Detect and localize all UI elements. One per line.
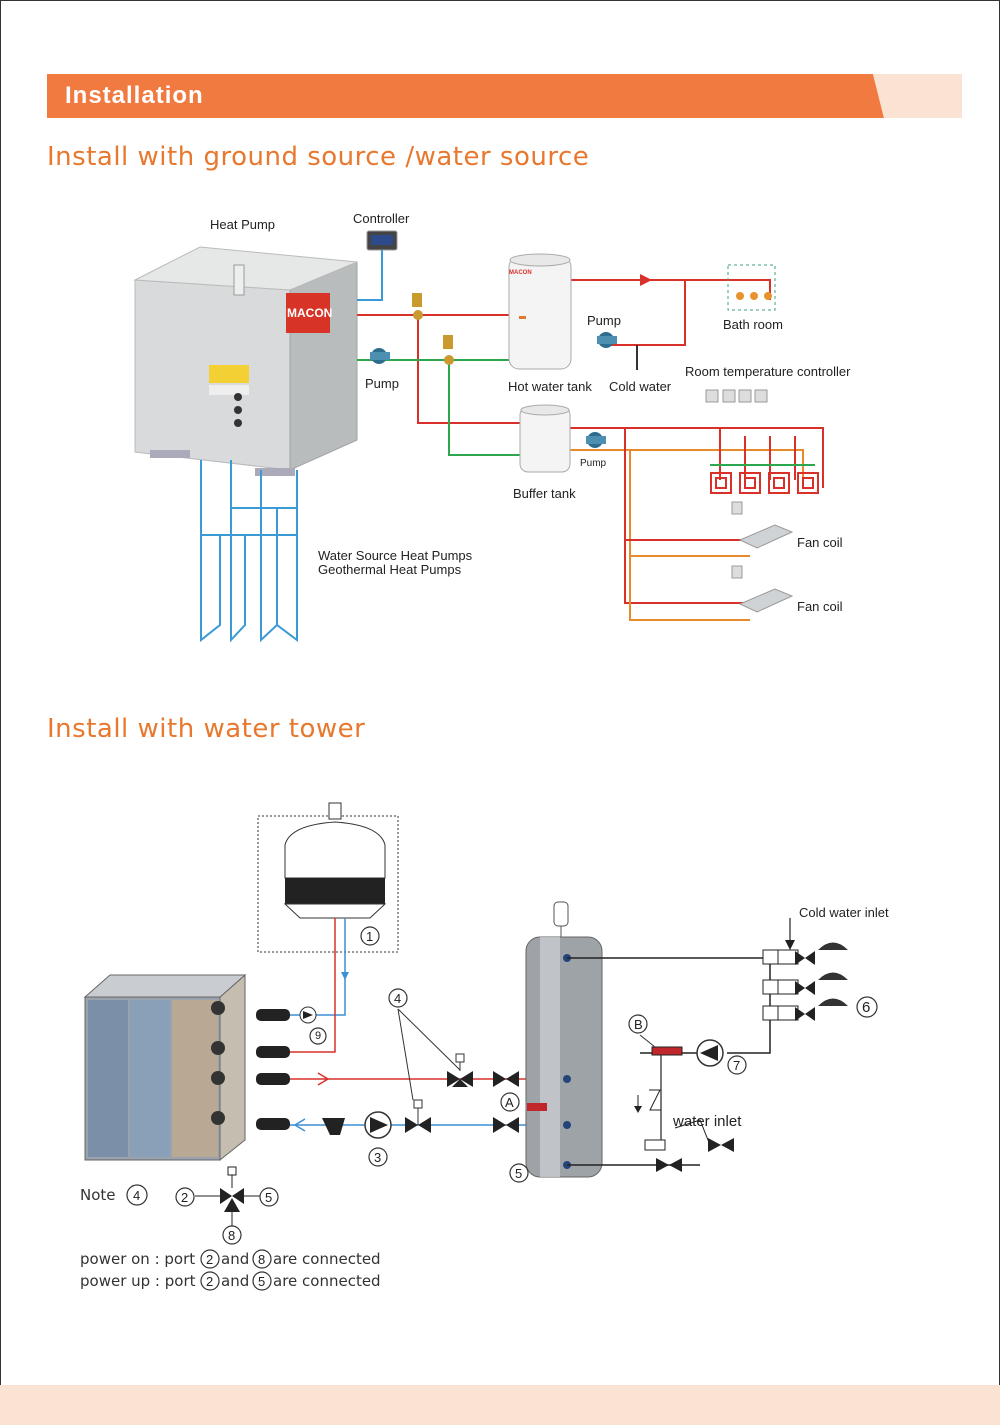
bath-room-box xyxy=(727,264,776,311)
hot-water-tank xyxy=(508,253,572,370)
marker-3: 3 xyxy=(374,1150,382,1165)
label-pump-top: Pump xyxy=(587,313,621,328)
label-cold-water: Cold water xyxy=(609,379,672,394)
banner-title: Installation xyxy=(65,82,204,109)
floor-heating-coils xyxy=(710,472,819,494)
shower-heads-icon xyxy=(736,292,772,300)
cooling-tower-icon xyxy=(283,802,387,919)
water-tower-heat-pump xyxy=(83,973,247,1162)
heat-pump-unit xyxy=(133,246,358,476)
note-label: Note xyxy=(80,1186,116,1204)
label-pump-left: Pump xyxy=(365,376,399,391)
label-pump-small: Pump xyxy=(580,458,607,469)
marker-4: 4 xyxy=(394,991,402,1006)
ground-source-diagram xyxy=(133,230,824,643)
label-water-inlet: water inlet xyxy=(673,1113,742,1130)
footer-band xyxy=(0,1385,1000,1425)
number-markers xyxy=(126,926,878,1291)
label-controller: Controller xyxy=(353,211,410,226)
pump-small-icon xyxy=(586,432,606,448)
pump-top-icon xyxy=(597,332,617,348)
label-bath-room: Bath room xyxy=(723,317,783,332)
note-port-2: 2 xyxy=(181,1190,189,1205)
section-title-water-tower: Install with water tower xyxy=(47,714,366,744)
pipework xyxy=(357,279,824,621)
note-line1-mid: and xyxy=(221,1250,250,1268)
pump-left-icon xyxy=(370,348,390,364)
note-line2-port-b: 5 xyxy=(258,1274,266,1289)
storage-tank xyxy=(525,901,603,1178)
label-hot-water-tank: Hot water tank xyxy=(508,379,592,394)
label-fan-coil-1: Fan coil xyxy=(797,535,843,550)
note-line2-suffix: are connected xyxy=(273,1272,381,1290)
brand-plate xyxy=(286,293,330,333)
fan-coil-2-icon xyxy=(731,565,794,613)
note-line1-prefix: power on : port xyxy=(80,1250,196,1268)
label-room-temp-controller: Room temperature controller xyxy=(685,364,851,379)
note-line2-prefix: power up : port xyxy=(80,1272,196,1290)
ground-loops xyxy=(200,460,298,643)
label-heat-pump: Heat Pump xyxy=(210,217,276,232)
note-line1-port-a: 2 xyxy=(206,1252,214,1267)
thermostat-icons xyxy=(705,389,768,403)
label-buffer-tank: Buffer tank xyxy=(513,486,576,501)
note-port-8: 8 xyxy=(228,1228,236,1243)
note-line1-suffix: are connected xyxy=(273,1250,381,1268)
label-fan-coil-2: Fan coil xyxy=(797,599,843,614)
note-line2-port-a: 2 xyxy=(206,1274,214,1289)
section-title-ground-source: Install with ground source /water source xyxy=(47,142,590,172)
marker-6: 6 xyxy=(862,999,871,1016)
note-line2-mid: and xyxy=(221,1272,250,1290)
note-ref-4: 4 xyxy=(133,1188,141,1203)
note-line1-port-b: 8 xyxy=(258,1252,266,1267)
label-cold-water-inlet: Cold water inlet xyxy=(799,905,889,920)
marker-B: B xyxy=(634,1017,643,1032)
port-connectors xyxy=(256,1009,290,1130)
label-source-line1: Water Source Heat Pumps xyxy=(318,548,473,563)
marker-9: 9 xyxy=(315,1030,322,1042)
label-source-line2: Geothermal Heat Pumps xyxy=(318,562,462,577)
valves-top xyxy=(412,293,454,365)
buffer-tank xyxy=(519,404,571,473)
fan-coil-1-icon xyxy=(731,501,794,549)
brand-logo: MACON xyxy=(287,306,333,320)
note-port-5: 5 xyxy=(265,1190,273,1205)
marker-5: 5 xyxy=(515,1166,523,1181)
shower-heads-water-tower xyxy=(818,942,848,1006)
cooling-tower-box xyxy=(257,815,399,953)
tank-brand: MACON xyxy=(509,270,532,276)
installation-banner xyxy=(47,74,962,118)
marker-7: 7 xyxy=(733,1058,741,1073)
marker-A: A xyxy=(505,1095,514,1110)
note-valve-icon xyxy=(195,1166,262,1228)
marker-1: 1 xyxy=(366,929,374,944)
